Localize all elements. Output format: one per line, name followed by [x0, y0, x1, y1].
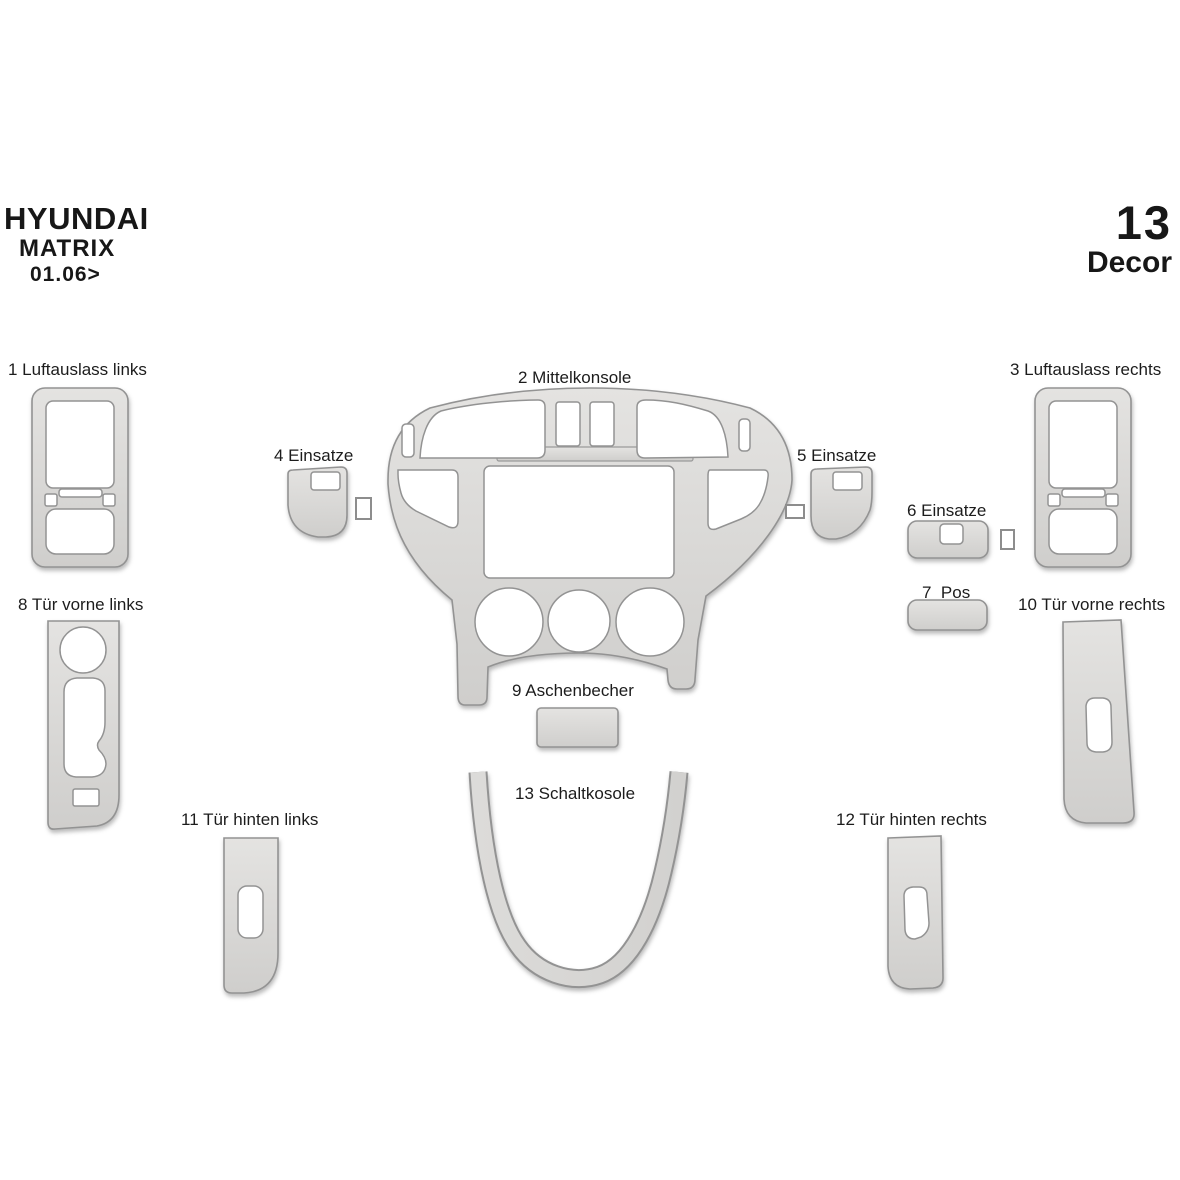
part-7-label: 7 Pos — [922, 583, 971, 602]
marker-rect-part5 — [785, 504, 805, 519]
brand-year-code: 01.06> — [30, 263, 101, 286]
part-11-tuer-hinten-links-shape — [223, 837, 279, 994]
part-6-label: 6 Einsatze — [907, 501, 987, 520]
part-6-einsatze-shape — [907, 520, 989, 559]
part-1-luftauslass-links-shape — [31, 387, 129, 568]
marker-rect-part4 — [355, 497, 372, 520]
part-5-einsatze-shape — [810, 466, 873, 540]
part-11-label: 11 Tür hinten links — [181, 810, 319, 829]
part-12-tuer-hinten-rechts-shape — [887, 835, 944, 990]
part-4-label: 4 Einsatze — [274, 446, 354, 465]
part-9-label: 9 Aschenbecher — [512, 681, 634, 700]
part-4-einsatze-shape — [287, 466, 348, 538]
part-8-tuer-vorne-links-shape — [47, 620, 120, 830]
part-12-label: 12 Tür hinten rechts — [836, 810, 987, 829]
marker-rect-part6 — [1000, 529, 1015, 550]
part-2-mittelkonsole-shape — [387, 387, 793, 706]
kit-badge: 13 Decor — [1087, 199, 1172, 278]
part-13-label: 13 Schaltkosole — [515, 784, 636, 803]
brand-model: MATRIX — [19, 235, 116, 262]
part-7-pos-shape — [907, 599, 988, 631]
brand-block: HYUNDAI MATRIX 01.06> — [4, 203, 149, 285]
part-1-label: 1 Luftauslass links — [8, 360, 147, 379]
part-5-label: 5 Einsatze — [797, 446, 877, 465]
part-3-luftauslass-rechts-shape — [1034, 387, 1132, 568]
part-9-aschenbecher-shape — [536, 707, 619, 748]
brand-make: HYUNDAI — [4, 201, 149, 236]
part-2-label: 2 Mittelkonsole — [518, 368, 632, 387]
part-10-label: 10 Tür vorne rechts — [1018, 595, 1166, 614]
part-10-tuer-vorne-rechts-shape — [1062, 619, 1135, 824]
kit-piece-count: 13 — [1115, 196, 1172, 249]
part-8-label: 8 Tür vorne links — [18, 595, 144, 614]
kit-label: Decor — [1086, 246, 1172, 279]
part-13-schaltkosole-shape — [468, 771, 689, 988]
part-3-label: 3 Luftauslass rechts — [1010, 360, 1162, 379]
